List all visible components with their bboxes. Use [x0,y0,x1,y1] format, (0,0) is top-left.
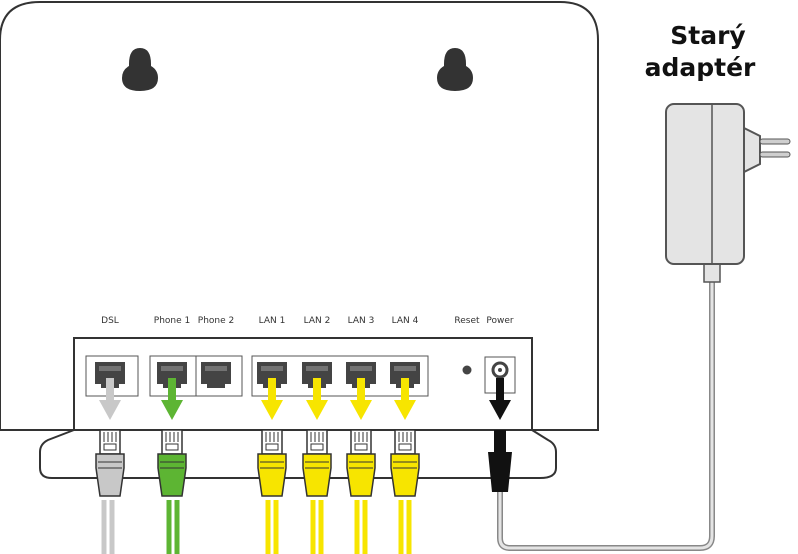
port-label-dsl: DSL [101,316,119,326]
arrow-dsl [99,378,121,420]
arrow-lan-1 [261,378,283,420]
mounting-hole-right [437,48,473,91]
cables [101,500,412,554]
router-body [0,1,599,431]
title-line-1: Starý [670,21,745,50]
power-adapter [665,103,791,283]
port-label-phone-1: Phone 1 [154,316,190,326]
rj-socket-lan-2 [302,362,332,388]
mounting-hole-left [122,48,158,91]
rj-plug-dsl [95,429,125,497]
port-label-lan-2: LAN 2 [304,316,331,326]
port-label-lan-1: LAN 1 [259,316,286,326]
port-label-lan-4: LAN 4 [392,316,419,326]
arrow-phone-1 [161,378,183,420]
rj-socket-phone-1 [157,362,187,388]
port-label-reset: Reset [454,316,480,326]
reset-button [462,365,472,375]
rj-plug-lan-1 [257,429,287,497]
rj-plug-lan-4 [390,429,420,497]
arrow-lan-3 [350,378,372,420]
power-plug [488,430,512,492]
arrow-lan-4 [394,378,416,420]
port-label-power: Power [486,316,514,326]
rj-plug-lan-3 [346,429,376,497]
rj-socket-dsl [95,362,125,388]
rj-socket-lan-3 [346,362,376,388]
rj-socket-lan-4 [390,362,420,388]
rj-socket-lan-1 [257,362,287,388]
arrow-lan-2 [306,378,328,420]
port-label-phone-2: Phone 2 [198,316,234,326]
rj-plug-phone-1 [157,429,187,497]
port-label-lan-3: LAN 3 [348,316,375,326]
title-line-2: adaptér [645,53,756,82]
rj-plug-lan-2 [302,429,332,497]
power-arrow [489,378,511,420]
rj-socket-phone-2 [201,362,231,388]
